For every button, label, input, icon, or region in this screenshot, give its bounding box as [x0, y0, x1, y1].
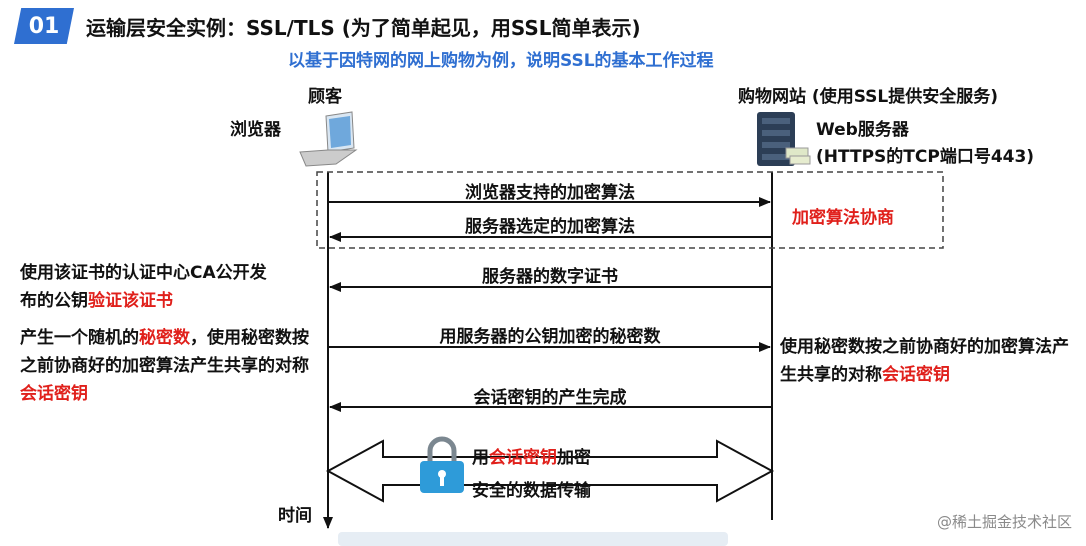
msg-label-1: 浏览器支持的加密算法 [465, 183, 635, 203]
server-label: Web服务器 [816, 120, 909, 140]
browser-label: 浏览器 [230, 120, 281, 140]
cert-verify-note: 使用该证书的认证中心CA公开发布的公钥验证该证书 [20, 263, 267, 311]
secure-encrypt-label: 用会话密钥加密 [472, 448, 591, 468]
server-port-label: (HTTPS的TCP端口号443) [816, 147, 1035, 167]
secure-transfer-label: 安全的数据传输 [472, 481, 591, 501]
msg-label-3: 服务器的数字证书 [482, 267, 618, 287]
blurred-caption [338, 532, 728, 546]
negotiation-label: 加密算法协商 [792, 208, 894, 228]
site-label: 购物网站 (使用SSL提供安全服务) [738, 87, 999, 107]
page-subtitle: 以基于因特网的网上购物为例，说明SSL的基本工作过程 [288, 51, 714, 71]
client-label: 顾客 [308, 87, 342, 107]
secure-channel-arrow [325, 439, 775, 503]
laptop-icon [299, 111, 358, 167]
msg-label-5: 会话密钥的产生完成 [473, 388, 627, 408]
msg-label-2: 服务器选定的加密算法 [465, 217, 635, 237]
watermark: @稀土掘金技术社区 [936, 513, 1072, 531]
secret-generate-note: 产生一个随机的秘密数，使用秘密数按之前协商好的加密算法产生共享的对称会话密钥 [20, 328, 309, 404]
server-icon [757, 112, 811, 166]
lock-icon [420, 436, 464, 493]
page-title: 运输层安全实例：SSL/TLS (为了简单起见，用SSL简单表示) [86, 16, 641, 40]
negotiation-box [316, 171, 944, 249]
msg-label-4: 用服务器的公钥加密的秘密数 [439, 327, 661, 347]
server-key-note: 使用秘密数按之前协商好的加密算法产生共享的对称会话密钥 [780, 337, 1069, 385]
section-badge: 01 [14, 8, 74, 44]
time-label: 时间 [278, 506, 312, 526]
